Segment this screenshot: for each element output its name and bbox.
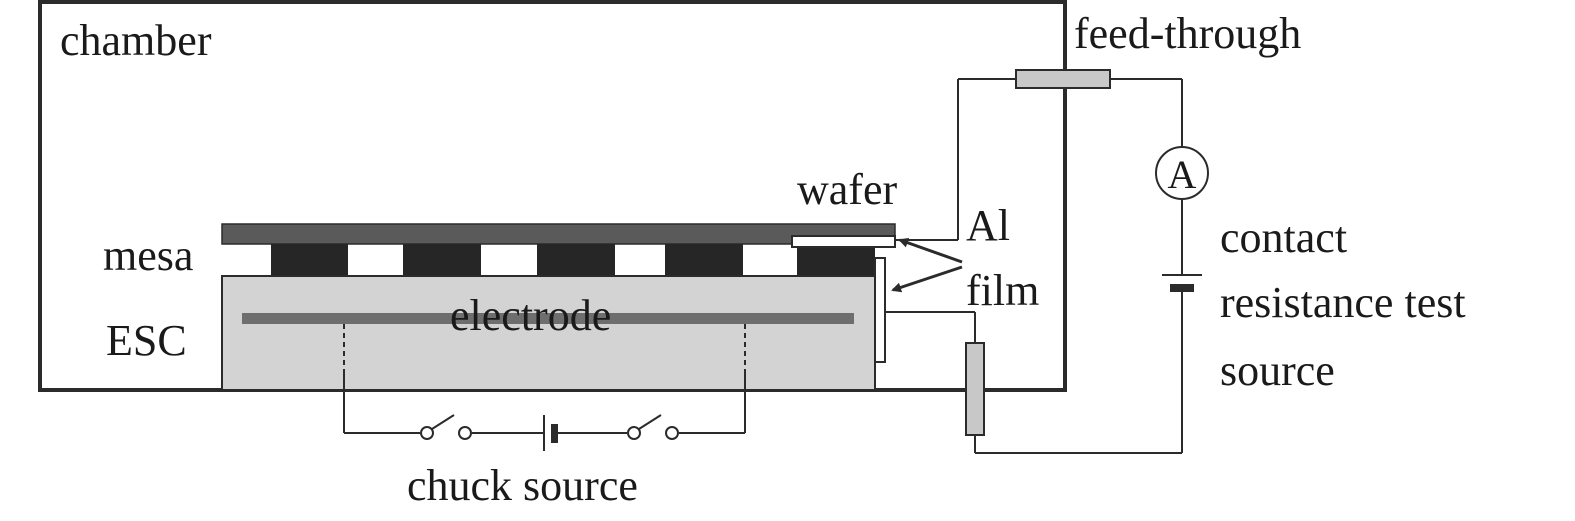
- electrode: [242, 313, 854, 324]
- battery-icon: [543, 415, 558, 451]
- mesa-block: [665, 244, 743, 276]
- al-film-label-line1: Al: [966, 201, 1010, 250]
- wafer-label: wafer: [797, 165, 897, 214]
- al-film-label-line2: film: [966, 266, 1039, 315]
- resistor-icon: [965, 342, 985, 436]
- al-film-arrow-top: [898, 237, 963, 264]
- al-film-top: [791, 235, 896, 248]
- switch-icon: [420, 414, 472, 440]
- battery-icon: [1162, 274, 1202, 292]
- mesa-block: [797, 244, 875, 276]
- mesa-block: [403, 244, 481, 276]
- esc-body: [221, 275, 876, 391]
- mesa-label: mesa: [103, 231, 193, 280]
- al-film-side: [874, 257, 886, 363]
- chuck-source-label: chuck source: [407, 461, 638, 510]
- chuck-source-circuit: [343, 324, 746, 434]
- mesa-group: [271, 244, 875, 276]
- esc-label: ESC: [106, 316, 187, 365]
- al-film-arrow-side: [891, 265, 963, 293]
- feed-through: [1015, 69, 1111, 89]
- feed-through-label: feed-through: [1074, 9, 1301, 58]
- electrode-label: electrode: [450, 291, 611, 340]
- contact-source-label-line2: resistance test: [1220, 278, 1466, 327]
- ammeter-icon: A: [1155, 146, 1209, 200]
- ammeter-symbol: A: [1168, 152, 1197, 197]
- switch-icon: [627, 414, 679, 440]
- contact-source-label-line1: contact: [1220, 213, 1347, 262]
- mesa-block: [537, 244, 615, 276]
- chamber-label: chamber: [60, 16, 212, 65]
- mesa-block: [271, 244, 348, 276]
- contact-source-label-line3: source: [1220, 346, 1335, 395]
- contact-resistance-circuit: [885, 78, 1183, 454]
